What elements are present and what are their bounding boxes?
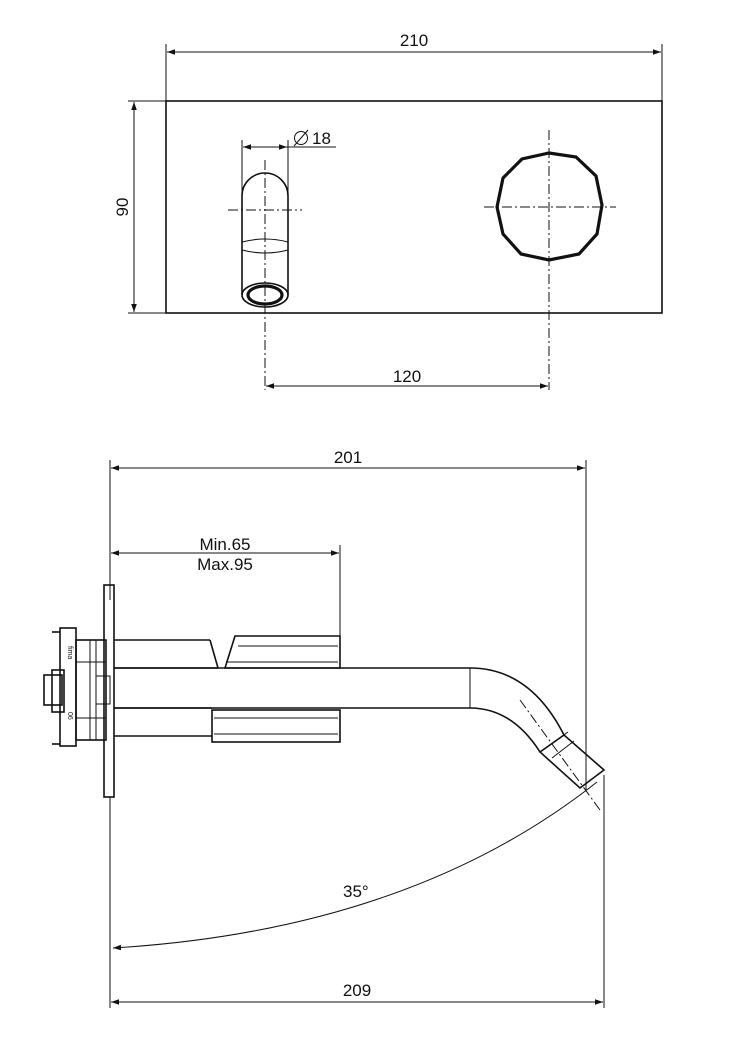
handle-side <box>114 635 341 669</box>
water-flow-arc <box>112 781 598 951</box>
lower-coupling <box>114 707 341 743</box>
spout-side <box>114 667 606 811</box>
overall-dimension-label: 201 <box>334 448 362 467</box>
side-view: 201 Min.65 Max.95 fima 06 <box>43 448 606 1008</box>
width-dimension-label: 210 <box>400 31 428 50</box>
front-view: 210 90 18 <box>113 31 663 390</box>
height-dimension-label: 90 <box>113 198 132 217</box>
wall-plate-outline <box>165 100 663 314</box>
max-dimension-label: Max.95 <box>197 555 253 574</box>
wall-flange <box>103 584 115 798</box>
handle-front <box>484 130 616 390</box>
bottom-dimension-label: 209 <box>343 981 371 1000</box>
concealed-body: fima 06 <box>43 627 111 747</box>
spout-front <box>228 160 302 390</box>
angle-dimension-label: 35° <box>343 882 369 901</box>
spacing-dimension-label: 120 <box>393 367 421 386</box>
diameter-dimension-label: 18 <box>312 129 331 148</box>
body-brand-marking: fima <box>66 646 73 659</box>
body-model-marking: 06 <box>66 712 73 720</box>
min-dimension-label: Min.65 <box>199 535 250 554</box>
diameter-symbol-icon <box>293 129 309 147</box>
